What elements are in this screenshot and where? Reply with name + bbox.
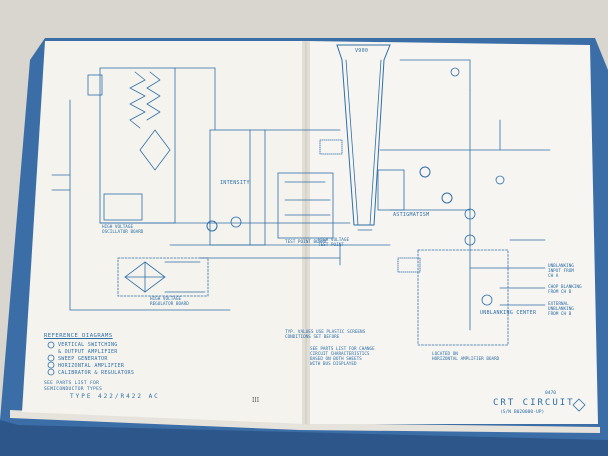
crt-grid-1 xyxy=(345,59,359,226)
crt-circuit-title: CRT CIRCUIT xyxy=(493,398,575,408)
ref-item-1: VERTICAL SWITCHING xyxy=(58,342,118,348)
hv-oscillator-label: HIGH VOLTAGE OSCILLATOR BOARD xyxy=(102,225,144,235)
page-number: III xyxy=(252,397,260,404)
tube-q2 xyxy=(441,192,453,204)
transformer-zigzag-1 xyxy=(129,71,146,129)
external-unblanking-label: EXTERNAL UNBLANKING FROM CH B xyxy=(548,302,574,317)
ref-item-3: HORIZONTAL AMPLIFIER xyxy=(58,363,125,369)
tube-q7 xyxy=(450,67,460,77)
grid-legend-2 xyxy=(319,139,343,155)
intensity-label: INTENSITY xyxy=(220,180,250,186)
crt-neck xyxy=(336,44,391,226)
page-stack xyxy=(10,410,600,433)
ref-item-4: CALIBRATOR & REGULATORS xyxy=(58,370,135,376)
unblanking-input-label: UNBLANKING INPUT FROM CH A xyxy=(548,264,574,279)
reference-diagrams-title: REFERENCE DIAGRAMS xyxy=(44,333,113,339)
tp-lines xyxy=(284,181,331,216)
test-point-board xyxy=(277,172,334,239)
tube-v2 xyxy=(230,216,242,228)
osc-diodes xyxy=(139,129,171,171)
reg-lines xyxy=(164,261,206,293)
date-code: 0470 xyxy=(545,391,557,396)
type-line: TYPE 422/R422 AC xyxy=(70,393,160,400)
crt-circuit-subtitle: (S/N B020000-UP) xyxy=(500,410,545,415)
grid-legend-1 xyxy=(87,74,103,96)
astigmatism-label: ASTIGMATISM xyxy=(393,212,430,218)
tube-v1 xyxy=(206,220,218,232)
test-point-board-label: TEST POINT BOARD xyxy=(285,240,327,245)
tube-q4 xyxy=(464,234,476,246)
intensity-board xyxy=(209,129,266,246)
tube-q6 xyxy=(495,175,505,185)
cover-shadow xyxy=(0,420,608,456)
tube-q5 xyxy=(481,294,493,306)
ref-symbol-4 xyxy=(47,368,55,376)
unblanking-center-label: UNBLANKING CENTER xyxy=(480,310,537,316)
tek-diamond-icon xyxy=(572,398,586,412)
chop-blanking-label: CHOP BLANKING FROM CH B xyxy=(548,285,582,295)
horizontal-amp-board xyxy=(417,249,509,346)
transformer-zigzag-2 xyxy=(146,71,161,121)
ref-item-1b: & OUTPUT AMPLIFIER xyxy=(58,349,118,355)
hv-oscillator-board xyxy=(99,67,176,224)
hv-regulator-board xyxy=(117,257,209,297)
hv-test-point-label: HIGH VOLTAGE TEST POINT xyxy=(318,238,350,248)
crt-grid-2 xyxy=(369,59,382,226)
tube-q1 xyxy=(419,166,431,178)
horizontal-amp-label: LOCATED ON HORIZONTAL AMPLIFIER BOARD xyxy=(432,352,500,362)
crt-label: V900 xyxy=(355,48,369,54)
center-note: SEE PARTS LIST FOR CHANGE CIRCUIT CHARAC… xyxy=(310,347,375,367)
ref-symbol-1 xyxy=(47,341,55,349)
ref-symbol-2 xyxy=(47,354,55,362)
hv-regulator-label: HIGH VOLTAGE REGULATOR BOARD xyxy=(150,297,189,307)
tube-q3 xyxy=(464,208,476,220)
osc-block xyxy=(103,193,143,221)
ref-symbol-3 xyxy=(47,361,55,369)
ref-item-2: SWEEP GENERATOR xyxy=(58,356,108,362)
hv-test-point xyxy=(377,169,405,211)
left-page xyxy=(22,41,306,424)
grid-legend-3 xyxy=(397,257,421,273)
mid-note: TYP. VALUES USE PLASTIC SCREENS CONDITIO… xyxy=(285,330,366,340)
semiconductor-note: SEE PARTS LIST FOR SEMICONDUCTOR TYPES xyxy=(44,381,103,392)
